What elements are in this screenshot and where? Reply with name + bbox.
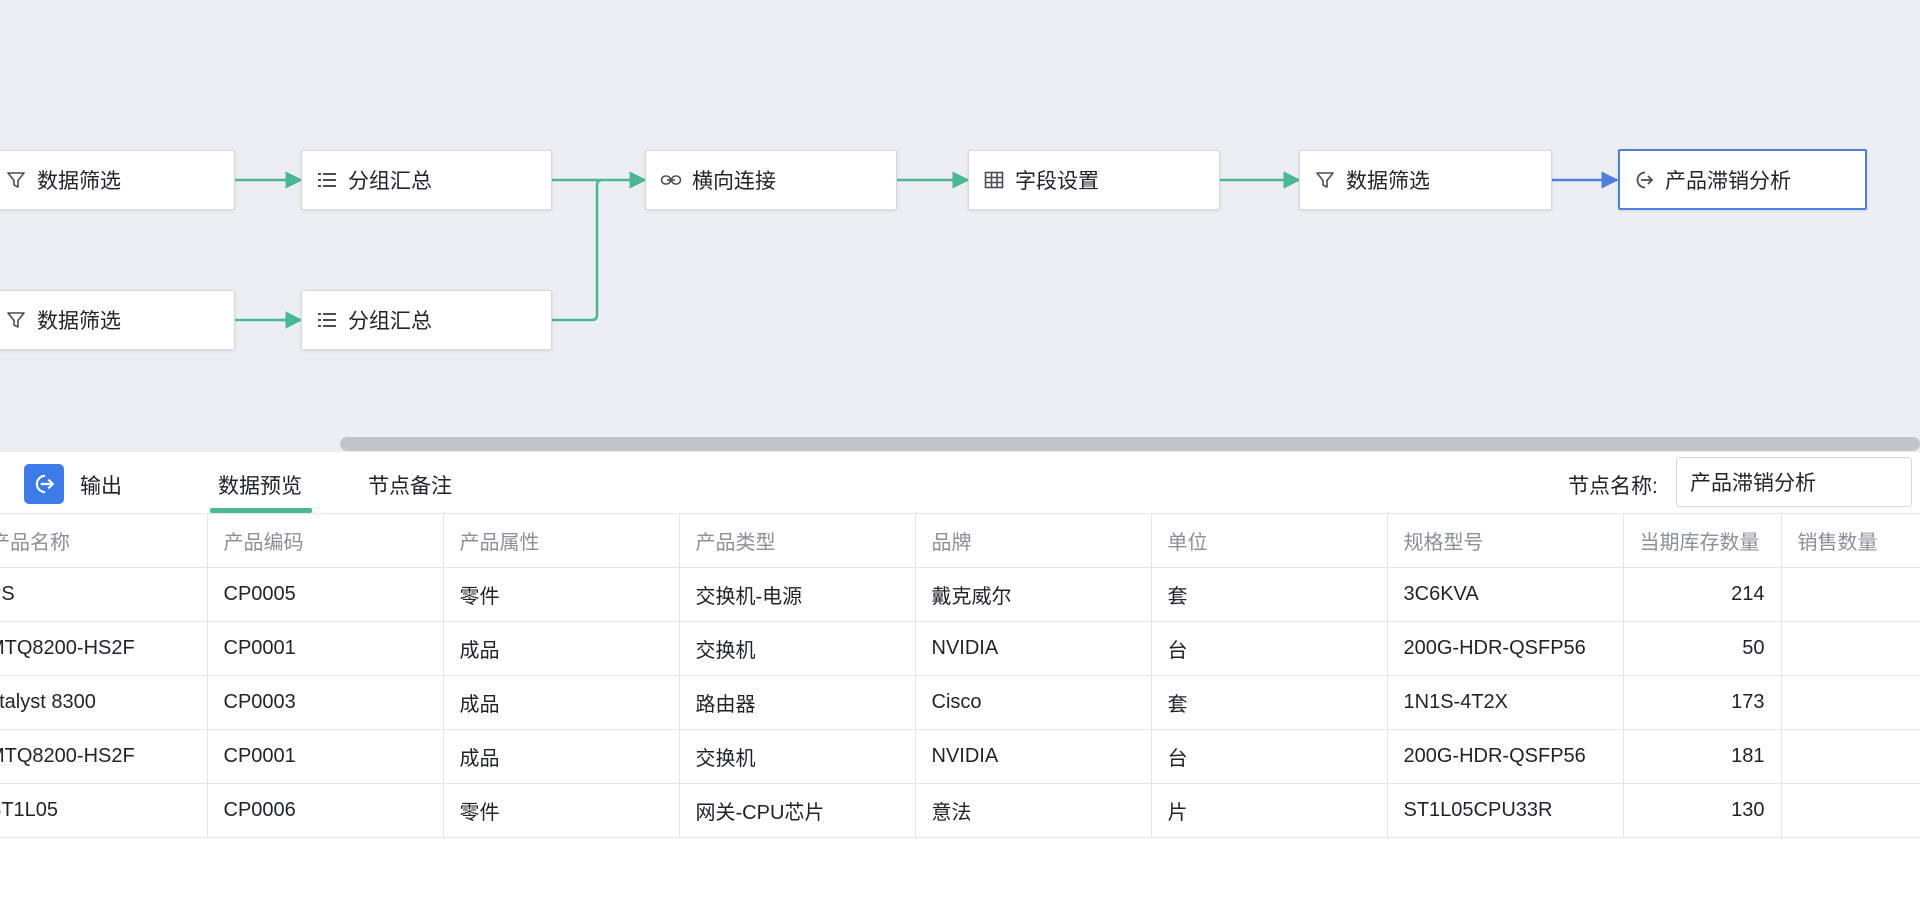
table-cell: 交换机-电源 [679, 567, 916, 622]
filter-icon [1314, 169, 1336, 191]
list-icon [316, 169, 338, 191]
data-preview-table: 产品名称 产品编码 产品属性 产品类型 品牌 单位 规格型号 当期库存数量 销售… [0, 514, 1920, 838]
column-header[interactable]: 规格型号 [1387, 514, 1624, 568]
table-cell: 成品 [443, 675, 680, 730]
node-label: 横向连接 [692, 170, 776, 193]
list-icon [316, 309, 338, 331]
table-cell: CP0003 [207, 675, 444, 730]
table-cell: 套 [1151, 567, 1388, 622]
canvas-horizontal-scrollbar[interactable] [340, 437, 1920, 451]
node-label: 字段设置 [1015, 170, 1099, 193]
table-cell: 套 [1151, 675, 1388, 730]
table-cell: MTQ8200-HS2F [0, 729, 208, 784]
table-cell: NVIDIA [915, 621, 1152, 676]
table-cell: 成品 [443, 621, 680, 676]
flow-node-field-settings[interactable]: 字段设置 [968, 150, 1220, 210]
column-header[interactable]: 销售数量 [1781, 514, 1920, 568]
table-row: atalyst 8300 CP0003 成品 路由器 Cisco 套 1N1S-… [0, 675, 1920, 730]
link-icon [660, 169, 682, 191]
table-row: ST1L05 CP0006 零件 网关-CPU芯片 意法 片 ST1L05CPU… [0, 783, 1920, 838]
column-header[interactable]: 单位 [1151, 514, 1388, 568]
flow-node-group-2[interactable]: 分组汇总 [301, 290, 552, 350]
output-icon [1633, 169, 1655, 191]
edge-n4-n5 [552, 178, 603, 322]
table-cell: 戴克威尔 [915, 567, 1152, 622]
table-cell: ST1L05CPU33R [1387, 783, 1624, 838]
table-cell: 零件 [443, 567, 680, 622]
table-row: MTQ8200-HS2F CP0001 成品 交换机 NVIDIA 台 200G… [0, 621, 1920, 676]
table-cell [1781, 567, 1920, 622]
filter-icon [5, 309, 27, 331]
table-cell: CP0005 [207, 567, 444, 622]
flow-node-group-1[interactable]: 分组汇总 [301, 150, 552, 210]
column-header[interactable]: 产品类型 [679, 514, 916, 568]
table-cell: 意法 [915, 783, 1152, 838]
table-cell: atalyst 8300 [0, 675, 208, 730]
node-name-label: 节点名称: [1568, 475, 1658, 498]
table-cell: 3C6KVA [1387, 567, 1624, 622]
node-label: 数据筛选 [37, 170, 121, 193]
table-cell [1781, 783, 1920, 838]
table-cell: 181 [1623, 729, 1782, 784]
table-cell: 200G-HDR-QSFP56 [1387, 621, 1624, 676]
table-cell: CP0006 [207, 783, 444, 838]
tab-data-preview[interactable]: 数据预览 [218, 475, 302, 498]
table-cell [1781, 729, 1920, 784]
flow-node-filter-1[interactable]: 数据筛选 [0, 150, 235, 210]
table-cell: MTQ8200-HS2F [0, 621, 208, 676]
flow-edges [235, 171, 1619, 329]
node-type-label: 输出 [80, 475, 122, 498]
table-cell: NVIDIA [915, 729, 1152, 784]
panel-tab-bar: 输出 数据预览 节点备注 节点名称: [0, 452, 1920, 514]
table-cell: 路由器 [679, 675, 916, 730]
table-header-row: 产品名称 产品编码 产品属性 产品类型 品牌 单位 规格型号 当期库存数量 销售… [0, 514, 1920, 568]
table-cell: 片 [1151, 783, 1388, 838]
node-label: 分组汇总 [348, 310, 432, 333]
table-cell: 台 [1151, 621, 1388, 676]
column-header[interactable]: 当期库存数量 [1623, 514, 1782, 568]
table-cell: 1N1S-4T2X [1387, 675, 1624, 730]
node-label: 产品滞销分析 [1665, 169, 1791, 193]
table-cell: 台 [1151, 729, 1388, 784]
active-tab-indicator [210, 508, 312, 513]
flow-node-output[interactable]: 产品滞销分析 [1618, 149, 1867, 210]
node-config-panel: 输出 数据预览 节点备注 节点名称: 产品名称 产品编码 产品属性 产品类型 品… [0, 452, 1920, 908]
table-cell: 50 [1623, 621, 1782, 676]
filter-icon [5, 169, 27, 191]
column-header[interactable]: 产品编码 [207, 514, 444, 568]
flow-node-filter-2[interactable]: 数据筛选 [0, 290, 235, 350]
table-row: PS CP0005 零件 交换机-电源 戴克威尔 套 3C6KVA 214 [0, 567, 1920, 622]
column-header[interactable]: 产品属性 [443, 514, 680, 568]
output-icon [24, 464, 64, 504]
table-cell: 交换机 [679, 621, 916, 676]
table-cell: 交换机 [679, 729, 916, 784]
node-label: 数据筛选 [1346, 170, 1430, 193]
table-cell: CP0001 [207, 621, 444, 676]
node-name-input[interactable] [1676, 457, 1912, 507]
node-label: 数据筛选 [37, 310, 121, 333]
table-cell: Cisco [915, 675, 1152, 730]
table-cell: CP0001 [207, 729, 444, 784]
table-cell [1781, 675, 1920, 730]
table-cell: 173 [1623, 675, 1782, 730]
column-header[interactable]: 品牌 [915, 514, 1152, 568]
tab-node-notes[interactable]: 节点备注 [368, 475, 452, 498]
node-label: 分组汇总 [348, 170, 432, 193]
table-cell: 214 [1623, 567, 1782, 622]
table-icon [983, 169, 1005, 191]
table-cell: 200G-HDR-QSFP56 [1387, 729, 1624, 784]
table-cell: 网关-CPU芯片 [679, 783, 916, 838]
table-cell: 零件 [443, 783, 680, 838]
table-cell: 成品 [443, 729, 680, 784]
table-cell [1781, 621, 1920, 676]
flow-node-filter-3[interactable]: 数据筛选 [1299, 150, 1552, 210]
flow-node-join[interactable]: 横向连接 [645, 150, 897, 210]
column-header[interactable]: 产品名称 [0, 514, 208, 568]
table-row: MTQ8200-HS2F CP0001 成品 交换机 NVIDIA 台 200G… [0, 729, 1920, 784]
flow-canvas[interactable]: 数据筛选 分组汇总 数据筛选 分组汇总 横向连接 字段设置 数据 [0, 0, 1920, 452]
table-cell: ST1L05 [0, 783, 208, 838]
table-cell: 130 [1623, 783, 1782, 838]
table-cell: PS [0, 567, 208, 622]
